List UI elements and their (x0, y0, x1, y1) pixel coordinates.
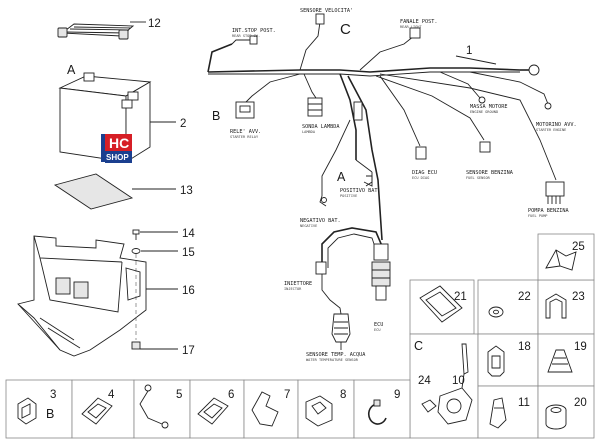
sublabel-rear-light: REAR LIGHT (400, 25, 422, 29)
part-box-9 (353, 379, 411, 439)
part-number-7: 7 (284, 389, 290, 401)
battery (58, 72, 152, 163)
part-number-16: 16 (182, 285, 195, 297)
sublabel-ecu-diag: ECU DIAG (412, 176, 429, 180)
washer (131, 248, 141, 254)
watermark-hc: HC (109, 135, 129, 151)
flat-washer (488, 306, 504, 318)
reference-letter-c-harness: C (340, 21, 351, 38)
terminal-cover-2 (197, 397, 229, 425)
label-iniettore: INIETTORE (284, 281, 312, 287)
label-sensore-temp-acqua: SENSORE TEMP. ACQUA (306, 352, 366, 358)
label-negativo-bat: NEGATIVO BAT. (300, 218, 341, 224)
sublabel-water-temp: WATER TEMPERATURE SENSOR (306, 358, 359, 362)
part-number-13: 13 (180, 185, 193, 197)
wire-clamp (545, 249, 577, 271)
reference-letter-c-box: C (414, 339, 423, 353)
label-fanale-post: FANALE POST. (400, 19, 437, 25)
part-number-18: 18 (518, 341, 531, 353)
battery-tray (17, 235, 147, 357)
cable-clip (545, 293, 567, 319)
part-box-22 (477, 279, 539, 335)
part-number-20: 20 (574, 397, 587, 409)
speed-sensor-assembly (421, 343, 473, 425)
sublabel-lambda: LAMBDA (302, 130, 316, 134)
part-number-8: 8 (340, 389, 346, 401)
part-number-14: 14 (182, 228, 195, 240)
label-rele-avv: RELE' AVV. (230, 129, 261, 135)
cable-tie (367, 399, 387, 425)
label-massa-motore: MASSA MOTORE (470, 104, 507, 110)
part-number-24: 24 (418, 375, 431, 387)
part-box-11 (477, 385, 539, 439)
sublabel-fuel-pump: FUEL PUMP (528, 214, 547, 218)
label-sensore-benzina: SENSORE BENZINA (466, 170, 514, 176)
sublabel-starter-engine: STARTER ENGINE (536, 128, 566, 132)
reference-letter-b-harness: B (212, 109, 220, 123)
ground-cable (139, 384, 169, 429)
part-number-22: 22 (518, 291, 531, 303)
part-number-3: 3 (50, 389, 56, 401)
label-motorino-avv: MOTORINO AVV. (536, 122, 577, 128)
part-number-17: 17 (182, 345, 195, 357)
battery-pad (53, 173, 134, 210)
part-number-25: 25 (572, 241, 585, 253)
fuse-holder (419, 285, 463, 323)
clamp (305, 395, 333, 427)
watermark-shop: SHOP (106, 153, 129, 162)
part-number-21: 21 (454, 291, 467, 303)
part-number-9: 9 (394, 389, 400, 401)
rubber-cap (545, 404, 567, 430)
relay-connector-socket (17, 397, 37, 425)
screw (132, 229, 140, 240)
label-sensore-velocita: SENSORE VELOCITA' (300, 8, 353, 14)
sublabel-positive: POSITIVE (340, 194, 357, 198)
terminal-cover (81, 397, 113, 425)
spacer-nut (131, 341, 141, 350)
sublabel-engine-ground: ENGINE GROUND (470, 110, 498, 114)
part-number-23: 23 (572, 291, 585, 303)
tie-clip (487, 345, 505, 377)
part-number-5: 5 (176, 389, 182, 401)
hc-shop-watermark-logo: HC SHOP (101, 134, 132, 163)
cable-guide (251, 391, 279, 427)
reference-letter-b-box: B (46, 407, 54, 421)
part-box-3 (5, 379, 73, 439)
reference-letter-a: A (67, 63, 76, 77)
rubber-grommet (547, 349, 573, 373)
sublabel-negative: NEGATIVE (300, 224, 317, 228)
wiring-harness (207, 13, 565, 350)
reference-letter-a-harness: A (337, 170, 346, 184)
part-number-2: 2 (180, 118, 186, 130)
label-int-stop-post: INT.STOP POST. (232, 28, 276, 34)
sublabel-rear-stop: REAR STOP SW. (232, 34, 260, 38)
part-number-12: 12 (148, 18, 161, 30)
part-number-4: 4 (108, 389, 115, 401)
battery-strap (57, 23, 135, 40)
part-number-15: 15 (182, 247, 195, 259)
sublabel-starter-relay: STARTER RELAY (230, 135, 259, 139)
sublabel-ecu: ECU (374, 328, 381, 332)
part-number-1: 1 (466, 45, 472, 57)
label-diag-ecu: DIAG ECU (412, 170, 437, 176)
sublabel-fuel-sensor: FUEL SENSOR (466, 176, 491, 180)
part-number-11: 11 (518, 397, 530, 409)
part-number-6: 6 (228, 389, 234, 401)
label-sonda-lambda: SONDA LAMBDA (302, 124, 340, 130)
label-ecu: ECU (374, 322, 383, 328)
part-number-10: 10 (452, 375, 465, 387)
part-number-19: 19 (574, 341, 587, 353)
sublabel-injector: INJECTOR (284, 287, 302, 291)
connector-holder (489, 397, 507, 429)
label-positivo-bat: POSITIVO BAT. (340, 188, 381, 194)
label-pompa-benzina: POMPA BENZINA (528, 208, 569, 214)
